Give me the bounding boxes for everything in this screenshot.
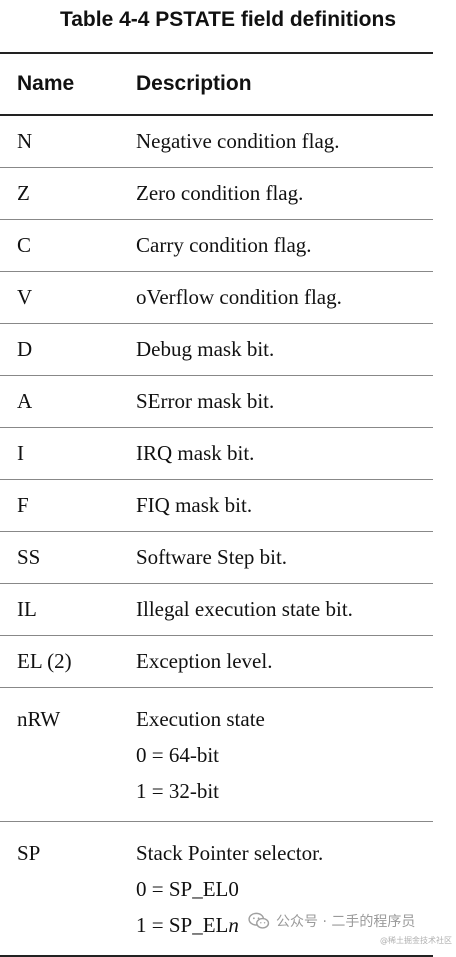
field-name-cell: SS [0,531,136,584]
field-description-cell: oVerflow condition flag. [136,271,433,324]
field-description-cell: Carry condition flag. [136,219,433,272]
field-description-cell: Negative condition flag. [136,115,433,168]
description-text: 0 = SP_EL0 [136,877,239,901]
column-header-description: Description [136,53,433,116]
description-line: SError mask bit. [136,389,433,414]
description-text: IRQ mask bit. [136,441,255,465]
description-text: Illegal execution state bit. [136,597,353,621]
description-text: Exception level. [136,649,273,673]
description-line: Software Step bit. [136,545,433,570]
field-description-cell: Software Step bit. [136,531,433,584]
description-text: Execution state [136,707,265,731]
watermark-subtext: @稀土掘金技术社区 [380,936,452,945]
column-header-name: Name [0,53,136,116]
description-text: FIQ mask bit. [136,493,253,517]
table-title: Table 4-4 PSTATE field definitions [59,8,397,31]
field-name-cell: EL (2) [0,635,136,688]
description-text: 1 = 32-bit [136,779,220,803]
field-name-cell: C [0,219,136,272]
description-text: Zero condition flag. [136,181,304,205]
description-line: 1 = 32-bit [136,773,433,809]
watermark: 公众号 · 二手的程序员 [248,911,415,931]
table-row: SP Stack Pointer selector. 0 = SP_EL0 1 = S… [0,822,433,957]
description-text: oVerflow condition flag. [136,285,342,309]
description-line: Stack Pointer selector. [136,835,433,871]
field-name-cell: V [0,271,136,324]
description-italic-suffix: n [228,913,239,937]
table-row: EL (2)Exception level. [0,635,433,688]
description-line: FIQ mask bit. [136,493,433,518]
description-line: Exception level. [136,649,433,674]
description-text: Debug mask bit. [136,337,275,361]
description-line: 0 = 64-bit [136,737,433,773]
field-description-cell: Illegal execution state bit. [136,583,433,636]
description-text: SError mask bit. [136,389,275,413]
field-description-cell: IRQ mask bit. [136,427,433,480]
field-name-cell: A [0,375,136,428]
description-text: Software Step bit. [136,545,288,569]
description-text: Stack Pointer selector. [136,841,324,865]
description-line: 1 = SP_ELn [136,907,433,943]
description-text: 0 = 64-bit [136,743,220,767]
description-line: 0 = SP_EL0 [136,871,433,907]
field-name-cell: Z [0,167,136,220]
description-line: Zero condition flag. [136,181,433,206]
field-description-cell: Exception level. [136,635,433,688]
field-description-cell: Execution state 0 = 64-bit 1 = 32-bit [136,687,433,822]
field-name-cell: IL [0,583,136,636]
description-line: oVerflow condition flag. [136,285,433,310]
description-line: IRQ mask bit. [136,441,433,466]
description-line: Execution state [136,701,433,737]
watermark-text: 公众号 · 二手的程序员 [276,914,416,930]
field-description-cell: Stack Pointer selector. 0 = SP_EL0 1 = SP_… [136,822,433,957]
field-description-cell: Debug mask bit. [136,323,433,376]
description-line: Negative condition flag. [136,129,433,154]
field-description-cell: FIQ mask bit. [136,479,433,532]
description-text: Carry condition flag. [136,233,312,257]
field-name-cell: I [0,427,136,480]
field-description-cell: SError mask bit. [136,375,433,428]
field-name-cell: F [0,479,136,532]
description-text: Negative condition flag. [136,129,340,153]
description-line: Illegal execution state bit. [136,597,433,622]
table-header-row: Name Description [0,53,433,116]
description-line: Debug mask bit. [136,337,433,362]
field-name-cell: N [0,115,136,168]
field-name-cell: SP [17,841,41,865]
description-line: Carry condition flag. [136,233,433,258]
field-name-cell: D [0,323,136,376]
field-description-cell: Zero condition flag. [136,167,433,220]
field-name-cell: nRW [0,687,136,822]
description-text: 1 = SP_EL [136,913,229,937]
wechat-icon [248,912,270,929]
